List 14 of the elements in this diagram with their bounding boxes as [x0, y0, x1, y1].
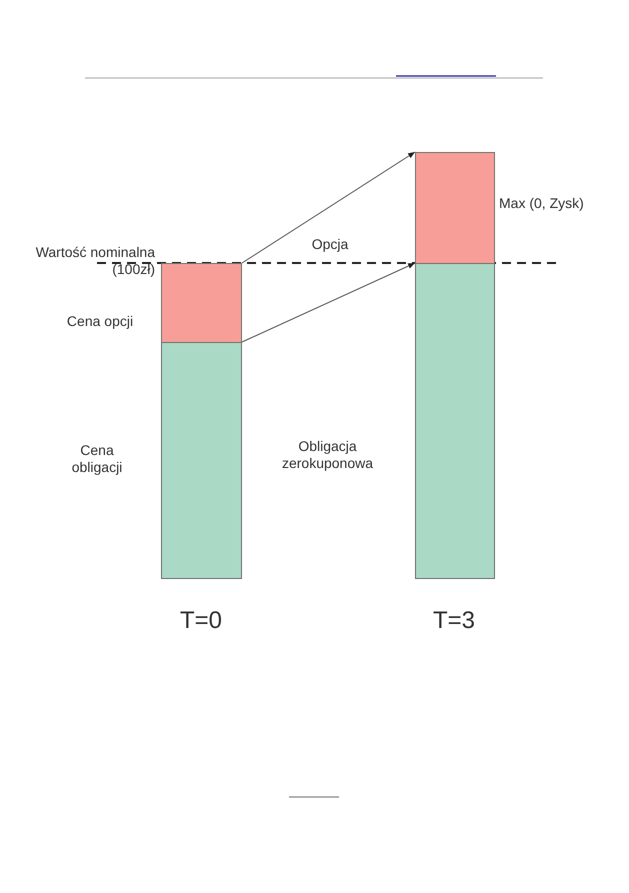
arrow [242, 152, 416, 264]
text-label: Opcja [310, 236, 350, 253]
bar-segment [161, 342, 242, 579]
time-label: T=3 [432, 606, 476, 635]
bar-segment [161, 263, 242, 343]
text-label: Obligacja zerokuponowa [280, 438, 374, 472]
time-label: T=0 [178, 606, 224, 635]
text-label: Cena opcji [66, 313, 134, 330]
text-label: Max (0, Zysk) [499, 195, 585, 212]
text-label: Cena obligacji [70, 442, 124, 476]
arrow [242, 262, 416, 342]
text-label: Wartość nominalna (100zł) [34, 244, 155, 278]
bar-segment [415, 263, 495, 579]
bar-segment [415, 152, 495, 264]
